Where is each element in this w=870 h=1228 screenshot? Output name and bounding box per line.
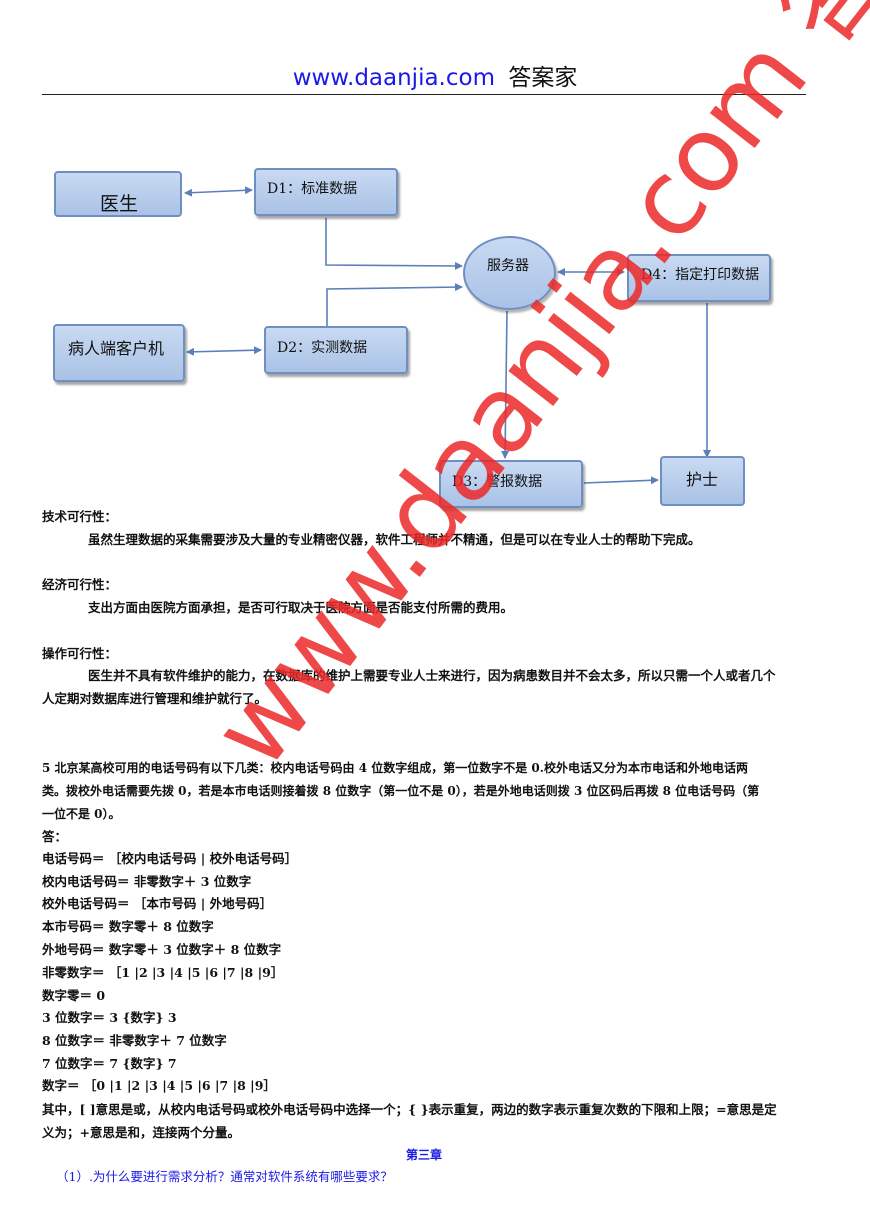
d1-label: D1：标准数据 xyxy=(267,181,358,197)
def-line: 数字零＝ 0 xyxy=(42,988,106,1003)
def-line: 校外电话号码＝ ［本市号码 | 外地号码］ xyxy=(42,896,273,911)
d4-print-data-store: D4：指定打印数据 xyxy=(627,254,771,302)
page-header: www.daanjia.com 答案家 xyxy=(0,58,870,92)
op-feasibility-title: 操作可行性： xyxy=(42,646,118,661)
arrow-doctor-d1 xyxy=(184,186,253,197)
arrow-d1-server xyxy=(325,218,463,270)
op-feasibility-body-2: 人定期对数据库进行管理和维护就行了。 xyxy=(42,691,268,706)
tech-feasibility-title: 技术可行性： xyxy=(42,509,118,524)
arrow-d2-server xyxy=(326,283,463,326)
chapter-title: 第三章 xyxy=(405,1148,442,1162)
arrow-d3-nurse xyxy=(583,476,659,485)
nurse-label: 护士 xyxy=(686,470,719,489)
header-url[interactable]: www.daanjia.com xyxy=(292,65,495,91)
doctor-entity: 医生 xyxy=(54,171,182,217)
d4-label: D4：指定打印数据 xyxy=(641,267,760,283)
d3-label: D3：警报数据 xyxy=(452,474,543,490)
patient-client-label: 病人端客户机 xyxy=(68,339,165,358)
def-line: 7 位数字＝ 7 {数字} 7 xyxy=(42,1056,177,1071)
d2-label: D2：实测数据 xyxy=(277,340,368,356)
nurse-entity: 护士 xyxy=(660,456,745,506)
econ-feasibility-title: 经济可行性： xyxy=(42,577,118,592)
d3-alarm-data-store: D3：警报数据 xyxy=(439,460,583,508)
q5-line-1: 5 北京某高校可用的电话号码有以下几类：校内电话号码由 4 位数字组成，第一位数… xyxy=(42,761,748,775)
notation-note-2: 义为；+意思是和，连接两个分量。 xyxy=(42,1125,240,1140)
data-flow-diagram: 医生 D1：标准数据 服务器 D4：指定打印数据 病人端客户机 D2：实测数据 … xyxy=(0,0,870,520)
def-line: 8 位数字＝ 非零数字＋ 7 位数字 xyxy=(42,1033,227,1048)
q5-answer-label: 答： xyxy=(42,829,68,844)
def-line: 3 位数字＝ 3 {数字} 3 xyxy=(42,1010,177,1025)
arrow-client-d2 xyxy=(186,346,262,356)
header-divider xyxy=(42,94,806,95)
patient-client-entity: 病人端客户机 xyxy=(53,324,185,382)
arrow-server-d3 xyxy=(501,310,510,459)
q5-line-2: 类。拨校外电话需要先拨 0，若是本市电话则接着拨 8 位数字（第一位不是 0），… xyxy=(42,784,760,798)
q5-line-3: 一位不是 0）。 xyxy=(42,807,121,821)
tech-feasibility-body: 虽然生理数据的采集需要涉及大量的专业精密仪器，软件工程师并不精通，但是可以在专业… xyxy=(88,532,701,547)
def-line: 数字＝ ［0 |1 |2 |3 |4 |5 |6 |7 |8 |9］ xyxy=(42,1078,276,1093)
d1-standard-data-store: D1：标准数据 xyxy=(254,168,398,216)
def-line: 校内电话号码＝ 非零数字＋ 3 位数字 xyxy=(42,874,252,889)
server-process: 服务器 xyxy=(463,236,556,310)
def-line: 外地号码＝ 数字零＋ 3 位数字＋ 8 位数字 xyxy=(42,942,282,957)
diagram-arrows xyxy=(184,186,711,485)
def-line: 电话号码＝ ［校内电话号码 | 校外电话号码］ xyxy=(42,851,298,866)
def-line: 本市号码＝ 数字零＋ 8 位数字 xyxy=(42,919,214,934)
header-brand: 答案家 xyxy=(508,65,578,91)
d2-measured-data-store: D2：实测数据 xyxy=(264,326,408,374)
econ-feasibility-body: 支出方面由医院方面承担，是否可行取决于医院方面是否能支付所需的费用。 xyxy=(88,600,514,615)
chapter-question: （1）.为什么要进行需求分析？通常对软件系统有哪些要求？ xyxy=(56,1169,393,1184)
server-label: 服务器 xyxy=(487,258,529,274)
def-line: 非零数字＝ ［1 |2 |3 |4 |5 |6 |7 |8 |9］ xyxy=(42,965,284,980)
notation-note-1: 其中，[ ]意思是或，从校内电话号码或校外电话号码中选择一个；{ }表示重复，两… xyxy=(42,1102,777,1117)
op-feasibility-body-1: 医生并不具有软件维护的能力，在数据库的维护上需要专业人士来进行，因为病患数目并不… xyxy=(88,668,776,683)
doctor-label: 医生 xyxy=(100,193,139,215)
